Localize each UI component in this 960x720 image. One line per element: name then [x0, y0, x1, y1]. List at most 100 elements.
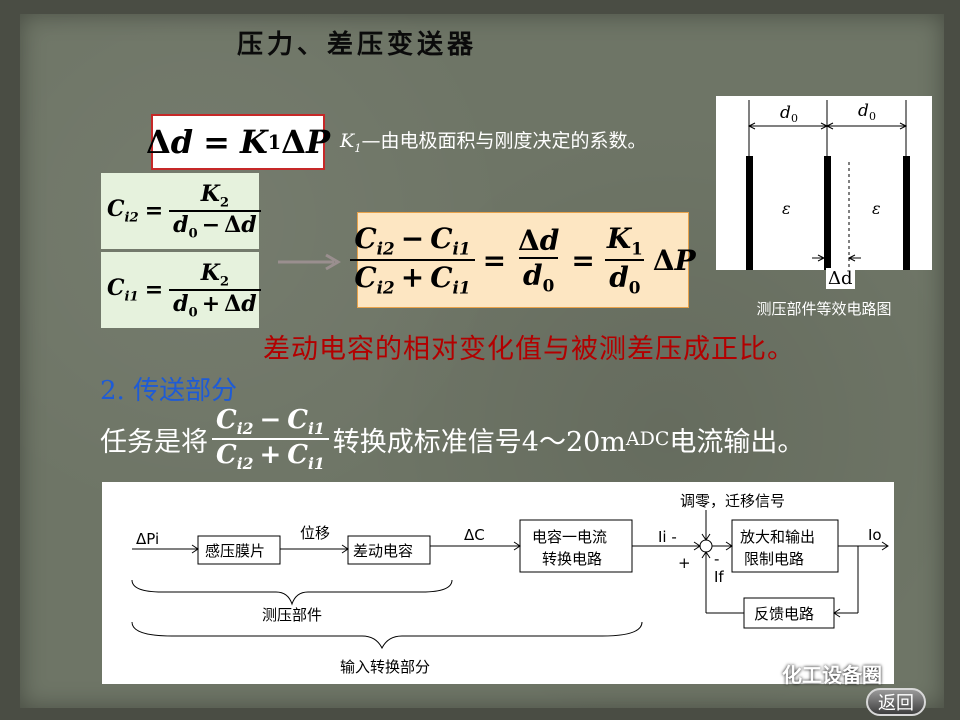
label-displacement: 位移: [300, 524, 330, 542]
num-sub: 2: [219, 195, 230, 210]
num-sub: 2: [219, 274, 230, 289]
var-K: K: [239, 123, 268, 161]
den-sub: 0: [188, 226, 198, 242]
den-d: d: [173, 212, 189, 238]
minus-sign: −: [400, 222, 425, 256]
block-diff-cap: [347, 535, 431, 565]
block-diff-cap-label: 差动电容: [353, 542, 413, 560]
var-C: C: [107, 196, 125, 223]
delta-symbol-2: Δ: [281, 123, 306, 161]
task-suffix-b: 电流输出。: [669, 426, 805, 458]
capacitor-diagram: d 0 d 0 ε ε: [716, 96, 932, 270]
var-C: C: [287, 440, 308, 470]
transmitter-block-diagram: ΔPi 感压膜片 位移 差动电容 ΔC 电容一电流 转换电路 Ii - + - …: [102, 482, 894, 684]
wechat-icon: [758, 663, 782, 683]
left-plate: [746, 156, 753, 270]
k1-sub: 1: [354, 140, 362, 155]
plus-sign: +: [400, 261, 425, 294]
label-io: Io: [868, 526, 882, 544]
num-K: K: [200, 259, 220, 286]
watermark-text: 化工设备圈: [782, 663, 882, 687]
block-sensor-label: 感压膜片: [205, 542, 265, 560]
right-plate: [903, 156, 910, 270]
den-op: +: [201, 291, 221, 317]
var-d: d: [539, 224, 560, 258]
var-d: d: [170, 123, 194, 161]
right-arrow-icon: [278, 253, 341, 271]
middle-plate: [824, 156, 831, 270]
plus-sign: +: [259, 440, 282, 470]
brace-input-label: 输入转换部分: [340, 658, 430, 676]
task-fraction: Ci2−Ci1 Ci2+Ci1: [212, 405, 329, 473]
label-zero-shift: 调零，迁移信号: [680, 492, 785, 510]
brace-measure-label: 测压部件: [262, 606, 322, 624]
delta-d-label: Δd: [826, 268, 855, 289]
delta-symbol: Δ: [518, 224, 540, 258]
var-P: P: [305, 123, 331, 161]
sub-i1: i1: [452, 277, 471, 298]
sub-i1: i1: [307, 419, 325, 438]
fraction-delta-d: Δd d0: [514, 224, 563, 296]
k1-symbol: K: [340, 130, 355, 152]
sub-i1: i1: [124, 289, 139, 305]
fraction-ratio: Ci2−Ci1 Ci2+Ci1: [350, 222, 475, 298]
epsilon-left: ε: [782, 199, 791, 218]
sub-i1: i1: [307, 454, 325, 474]
formula-relative-change: Ci2−Ci1 Ci2+Ci1 = Δd d0 = K1 d0 ΔP: [350, 212, 696, 308]
section-heading: 2. 传送部分: [100, 376, 238, 406]
label-minus: -: [714, 550, 719, 568]
brace-input: [131, 621, 643, 650]
brace-measure: [131, 579, 453, 606]
epsilon-right: ε: [872, 199, 881, 218]
task-suffix-a: 转换成标准信号4～20m: [332, 426, 626, 458]
label-input: ΔPi: [136, 530, 159, 548]
d0-left-label: d: [780, 103, 791, 123]
den-d: d: [173, 291, 189, 317]
fraction-k1: K1 d0: [603, 222, 647, 298]
sub-i2: i2: [236, 419, 254, 438]
back-button[interactable]: 返回: [866, 688, 926, 716]
sub-0: 0: [542, 275, 555, 296]
block-converter-line1: 电容一电流: [532, 528, 607, 546]
var-C: C: [107, 275, 125, 302]
diagram-caption: 测压部件等效电路图: [756, 300, 892, 318]
var-C: C: [430, 222, 453, 256]
summing-junction: [699, 539, 713, 553]
label-delta-c: ΔC: [464, 526, 485, 544]
conclusion-text: 差动电容的相对变化值与被测差压成正比。: [263, 334, 795, 365]
var-K: K: [606, 222, 632, 256]
sub-i2: i2: [124, 210, 139, 226]
var-C: C: [354, 222, 377, 256]
label-ii: Ii -: [658, 528, 677, 546]
formula-ci1: Ci1 = K2 d0+Δd: [101, 252, 261, 328]
var-C: C: [430, 261, 453, 294]
block-feedback-label: 反馈电路: [754, 605, 814, 623]
delta-symbol: Δ: [652, 243, 675, 277]
label-plus: +: [678, 554, 691, 572]
sub-i1: i1: [452, 239, 471, 259]
minus-sign: −: [259, 404, 282, 435]
fraction: K2 d0+Δd: [169, 259, 261, 320]
den-delta: Δ: [224, 212, 242, 238]
equals-sign: =: [144, 198, 164, 224]
sub-1: 1: [631, 239, 643, 259]
delta-symbol: Δ: [145, 123, 171, 161]
d0-right-label: d: [858, 101, 869, 121]
block-converter-line2: 转换电路: [542, 550, 602, 568]
num-K: K: [200, 180, 220, 207]
k1-note: K1—由电极面积与刚度决定的系数。: [340, 126, 646, 155]
sub-1: 1: [267, 130, 282, 154]
label-if: If: [714, 568, 724, 586]
formula-ci2: Ci2 = K2 d0−Δd: [101, 173, 261, 249]
sub-i2: i2: [376, 239, 395, 259]
den-delta: Δ: [224, 291, 242, 317]
block-amplifier-line2: 限制电路: [744, 550, 804, 568]
d0-right-sub: 0: [869, 110, 876, 123]
d0-left-sub: 0: [791, 112, 798, 125]
var-C: C: [287, 404, 308, 435]
task-prefix: 任务是将: [100, 426, 208, 458]
var-C: C: [216, 440, 237, 470]
